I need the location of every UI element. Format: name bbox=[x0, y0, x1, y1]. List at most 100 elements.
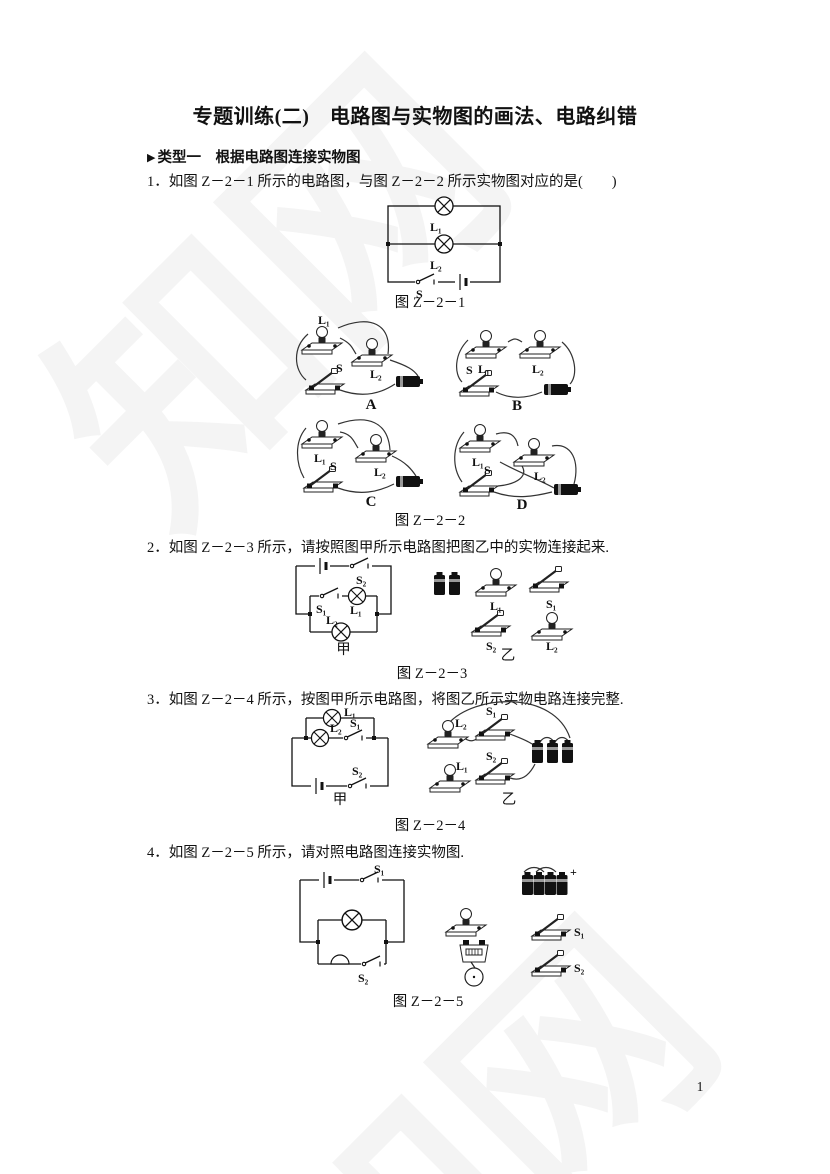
bulb-stand-icon bbox=[465, 330, 507, 359]
junction-dot bbox=[308, 612, 312, 616]
page-number: 1 bbox=[696, 1079, 704, 1094]
bulb-stand-icon bbox=[351, 338, 393, 367]
junction-dot bbox=[384, 940, 388, 944]
type-heading-text: 类型一 根据电路图连接实物图 bbox=[157, 150, 361, 166]
lamp-icon bbox=[341, 909, 363, 931]
battery-pack-icon bbox=[522, 868, 568, 896]
label-l2: L₂ bbox=[546, 639, 558, 653]
battery-icon bbox=[544, 384, 571, 395]
label-s1: S₁ bbox=[350, 716, 361, 730]
label-l2: L₂ bbox=[534, 469, 546, 483]
label-s1: S₁ bbox=[546, 597, 557, 611]
bulb-stand-icon bbox=[445, 908, 487, 937]
label-s: S bbox=[466, 363, 473, 377]
option-letter-c: C bbox=[365, 494, 377, 510]
label-l1: L₁ bbox=[472, 455, 484, 469]
fig-z24-circuit-jia: L₁ L₂ S₁ S₂ bbox=[291, 705, 389, 797]
fig-z23-jia-label: 甲 bbox=[336, 642, 351, 658]
fig-z22-option-c: L₁ L₂ S bbox=[296, 419, 423, 494]
knife-switch-icon bbox=[530, 949, 572, 978]
question-3: 3．如图 Z－2－4 所示，按图甲所示电路图，将图乙所示实物电路连接完整. bbox=[147, 692, 624, 708]
knife-switch-icon bbox=[474, 713, 516, 742]
bulb-stand-icon bbox=[475, 568, 517, 597]
battery-icon bbox=[453, 271, 472, 293]
bulb-stand-icon bbox=[513, 438, 555, 467]
knife-switch-icon bbox=[458, 469, 500, 498]
label-s2: S₂ bbox=[358, 971, 369, 985]
junction-dot bbox=[375, 612, 379, 616]
label-l2: L₂ bbox=[374, 465, 386, 479]
label-l1: L₁ bbox=[314, 451, 326, 465]
type-heading: ▶类型一 根据电路图连接实物图 bbox=[147, 146, 360, 167]
lamp-icon bbox=[434, 196, 454, 216]
label-s2: S₂ bbox=[356, 573, 367, 587]
label-l1: L₁ bbox=[490, 599, 502, 613]
lamp-icon bbox=[347, 586, 367, 606]
battery-icon bbox=[554, 484, 581, 495]
cell-icon bbox=[449, 572, 460, 595]
battery-plus-label: + bbox=[570, 865, 577, 879]
fig-z23-yi-label: 乙 bbox=[500, 648, 516, 664]
battery-icon bbox=[396, 476, 423, 487]
label-l2: L₂ bbox=[430, 258, 442, 272]
option-letter-a: A bbox=[365, 397, 377, 413]
junction-dot bbox=[304, 736, 308, 740]
label-l2: L₂ bbox=[532, 362, 544, 376]
fig-z22-option-d: L₁ L₂ S bbox=[454, 424, 581, 498]
switch-icon bbox=[414, 273, 439, 288]
label-l1: L₁ bbox=[430, 220, 442, 234]
fig-z24-caption: 图 Z－2－4 bbox=[394, 818, 466, 834]
cell-icon bbox=[547, 740, 558, 763]
label-l2: L₂ bbox=[370, 367, 382, 381]
fig-z25-caption: 图 Z－2－5 bbox=[392, 994, 464, 1010]
fig-z25-components: + S₁ S₂ bbox=[445, 865, 585, 987]
label-s2: S₂ bbox=[352, 764, 363, 778]
label-l1: L₁ bbox=[350, 603, 362, 617]
switch-icon bbox=[348, 557, 373, 572]
label-s1: S₁ bbox=[486, 704, 497, 718]
lamp-icon bbox=[310, 728, 330, 748]
label-s: S bbox=[484, 463, 491, 477]
fig-z21-caption: 图 Z－2－1 bbox=[394, 295, 466, 311]
label-l2: L₂ bbox=[455, 716, 467, 730]
option-letter-b: B bbox=[511, 398, 522, 414]
junction-dot bbox=[316, 940, 320, 944]
fig-z23-caption: 图 Z－2－3 bbox=[396, 666, 468, 682]
cell-icon bbox=[562, 740, 573, 763]
bulb-stand-icon bbox=[519, 330, 561, 359]
label-s2: S₂ bbox=[574, 961, 585, 975]
lamp-icon bbox=[434, 234, 454, 254]
question-1: 1．如图 Z－2－1 所示的电路图，与图 Z－2－2 所示实物图对应的是( ) bbox=[147, 174, 617, 190]
bulb-stand-icon bbox=[531, 612, 573, 641]
bell-icon bbox=[459, 939, 489, 987]
switch-icon bbox=[360, 955, 385, 970]
fig-z22-caption: 图 Z－2－2 bbox=[394, 513, 466, 529]
bulb-stand-icon bbox=[301, 420, 343, 449]
label-s: S bbox=[330, 459, 337, 473]
label-s: S bbox=[416, 287, 423, 301]
page-title: 专题训练(二) 电路图与实物图的画法、电路纠错 bbox=[192, 106, 638, 128]
bell-icon bbox=[330, 954, 350, 965]
switch-icon bbox=[342, 729, 367, 744]
cell-icon bbox=[434, 572, 445, 595]
battery-icon bbox=[313, 555, 332, 577]
junction-dot bbox=[372, 736, 376, 740]
fig-z21-circuit: L₁ L₂ S bbox=[386, 196, 502, 301]
label-s2: S₂ bbox=[486, 639, 497, 653]
fig-z25-circuit: S₁ S₂ bbox=[299, 862, 405, 985]
junction-dot bbox=[386, 242, 390, 246]
label-s: S bbox=[336, 361, 343, 375]
option-letter-d: D bbox=[516, 497, 528, 513]
question-2: 2．如图 Z－2－3 所示，请按照图甲所示电路图把图乙中的实物连接起来. bbox=[147, 540, 609, 556]
question-4: 4．如图 Z－2－5 所示，请对照电路图连接实物图. bbox=[147, 845, 464, 861]
battery-icon bbox=[317, 869, 336, 891]
type-marker-icon: ▶ bbox=[147, 152, 156, 164]
label-l1: L₁ bbox=[478, 362, 490, 376]
bulb-stand-icon bbox=[301, 326, 343, 355]
fig-z22-option-b: L₁ L₂ S bbox=[456, 330, 576, 398]
fig-z24-jia-label: 甲 bbox=[332, 792, 348, 808]
switch-icon bbox=[318, 587, 343, 602]
label-l1: L₁ bbox=[344, 705, 356, 719]
bulb-stand-icon bbox=[459, 424, 501, 453]
